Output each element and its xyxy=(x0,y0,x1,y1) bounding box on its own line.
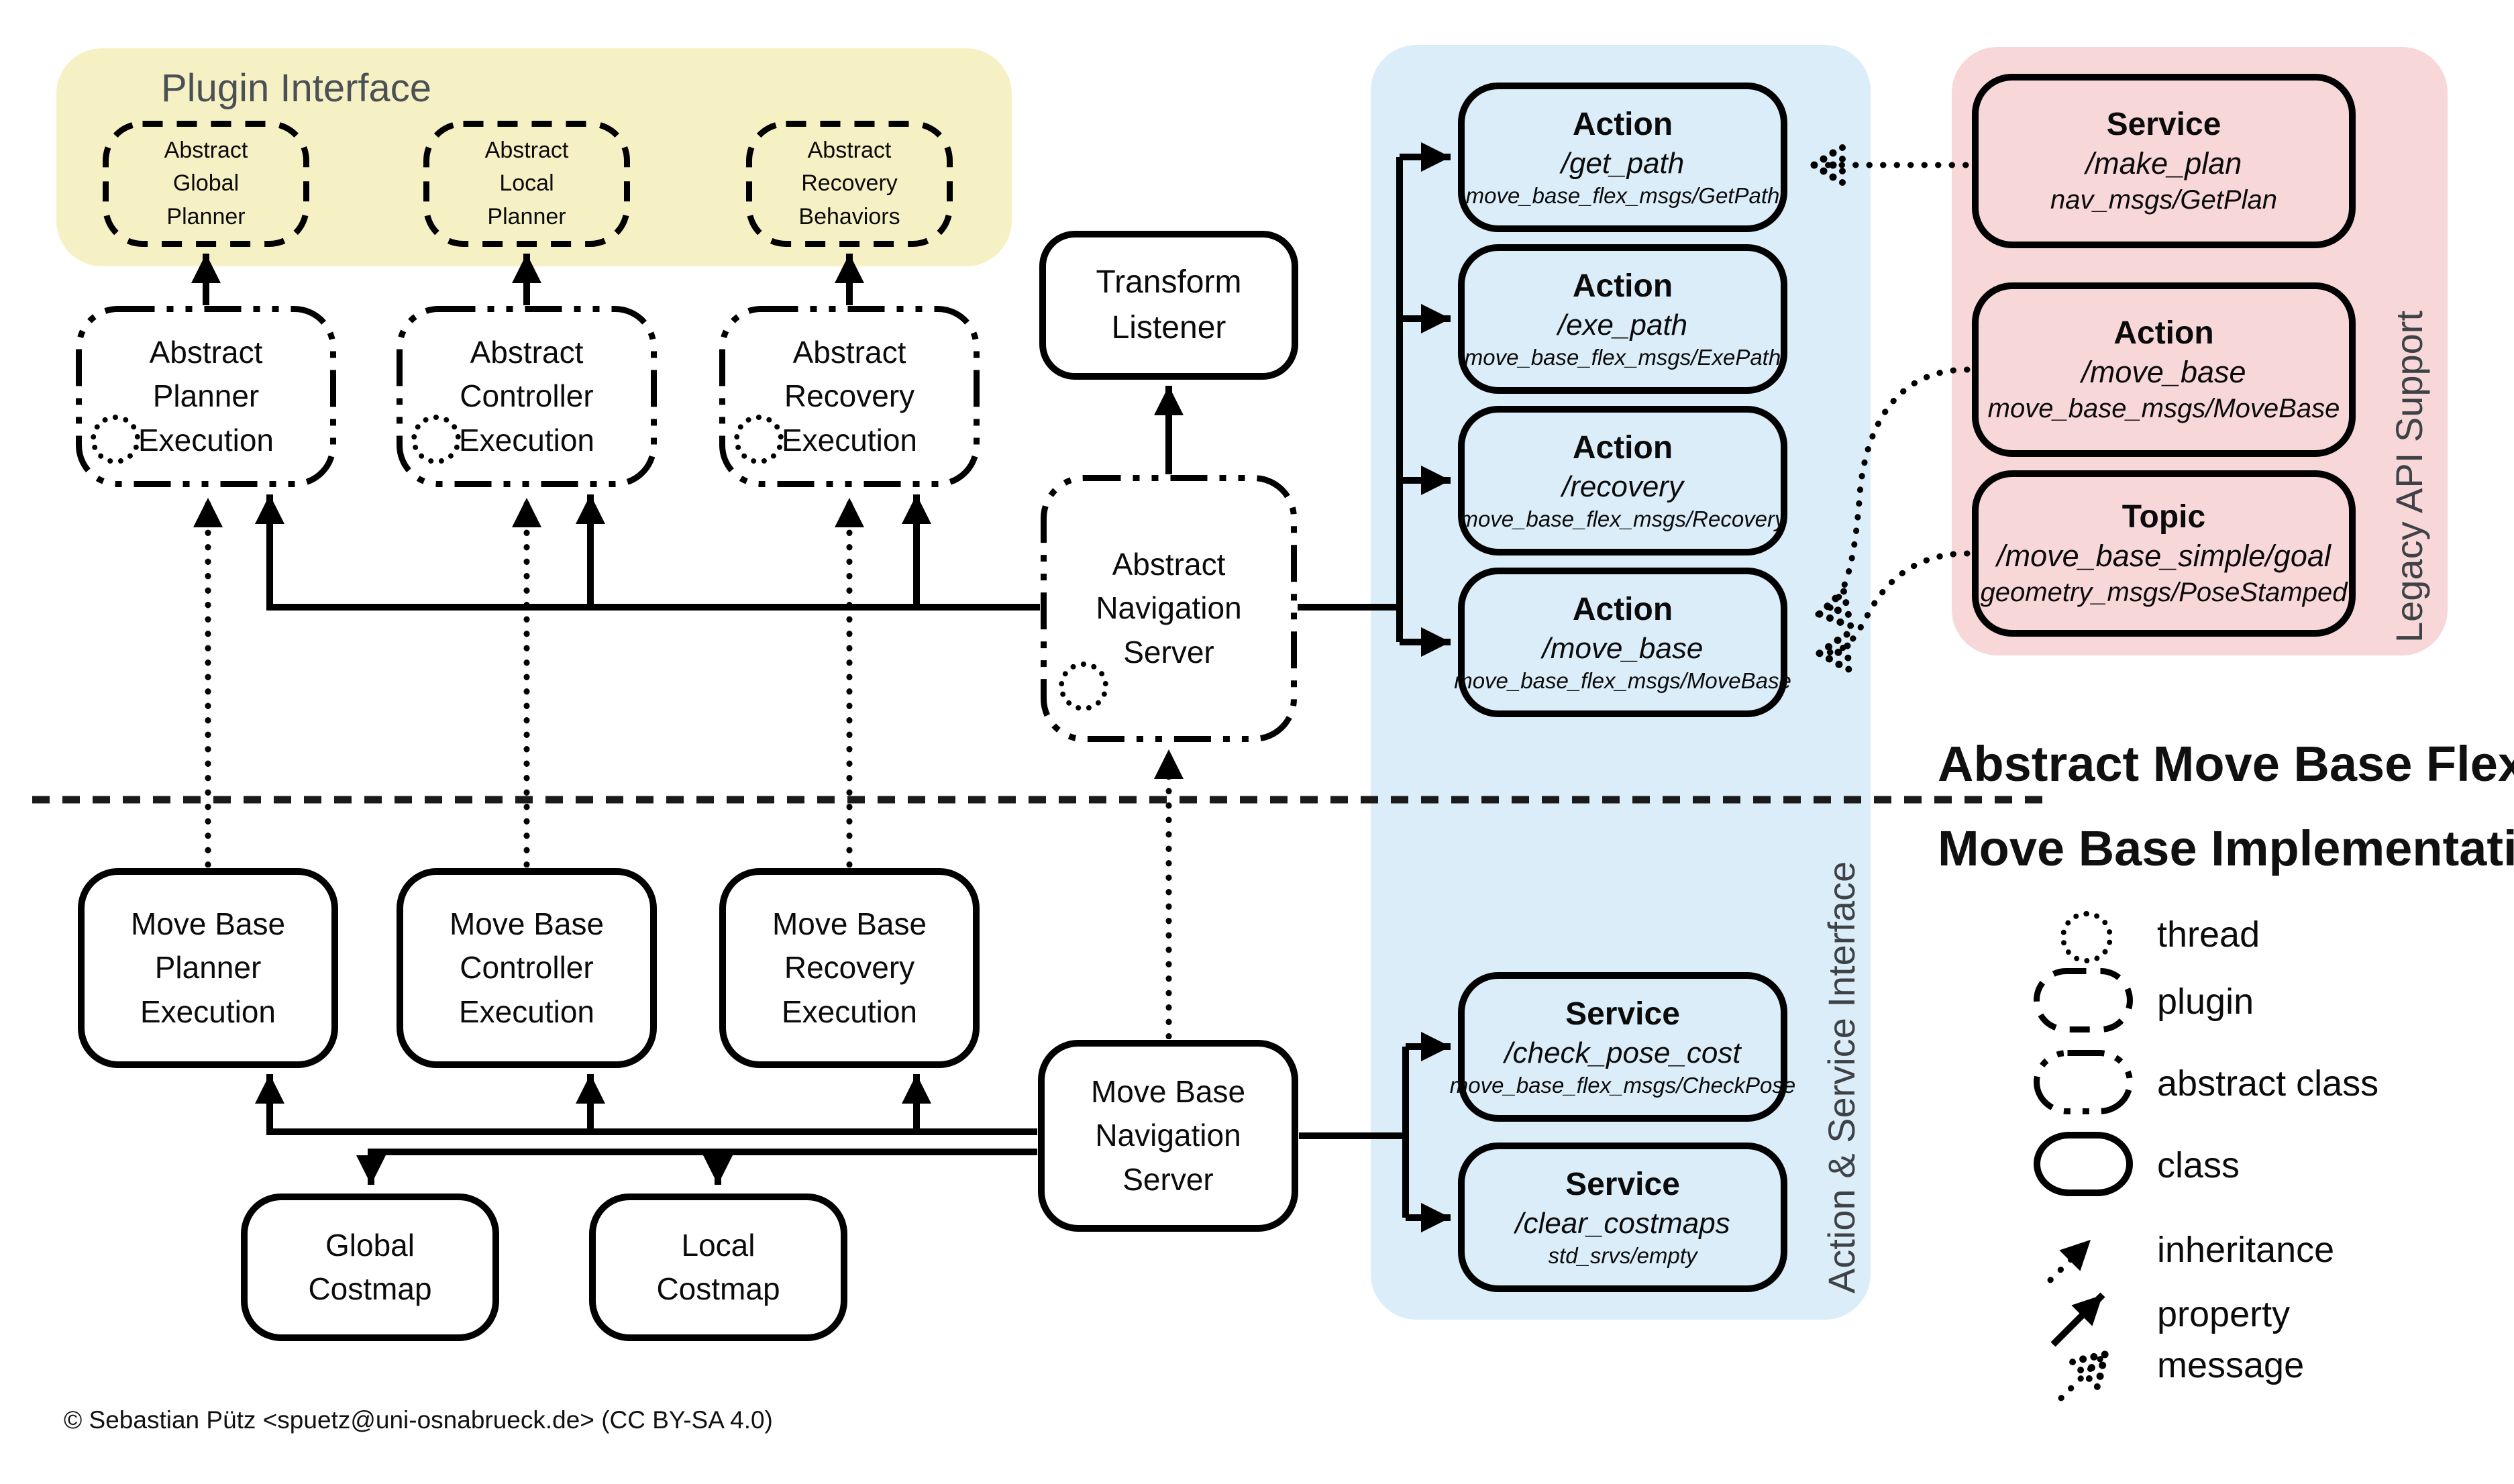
global-costmap-node: Global Costmap xyxy=(240,1193,500,1342)
legend-label-class: class xyxy=(2157,1145,2240,1185)
interface-topic: /make_plan xyxy=(2085,146,2242,180)
legend-label-plugin: plugin xyxy=(2157,982,2254,1022)
interface-kind: Service xyxy=(1565,1166,1680,1202)
plugin-interface-title: Plugin Interface xyxy=(161,66,432,110)
interface-kind: Action xyxy=(2113,315,2214,351)
plugin-label: Abstract Global Planner xyxy=(164,138,248,229)
thread-icon xyxy=(734,415,784,464)
interface-msg-type: std_srvs/empty xyxy=(1548,1242,1697,1268)
plugin-icon xyxy=(2033,967,2134,1033)
legacy-service-make-plan-box: Service /make_plan nav_msgs/GetPlan xyxy=(1971,73,2356,249)
interface-kind: Topic xyxy=(2122,498,2206,535)
abstract-navigation-server-node: Abstract Navigation Server xyxy=(1040,474,1298,743)
interface-topic: /exe_path xyxy=(1557,308,1688,341)
legacy-action-move-base-box: Action /move_base move_base_msgs/MoveBas… xyxy=(1971,282,2356,458)
node-label: Move Base Recovery Execution xyxy=(772,906,927,1029)
transform-listener-node: Transform Listener xyxy=(1039,230,1299,380)
property-connectors xyxy=(191,142,1451,1232)
interface-topic: /move_base xyxy=(2081,354,2246,389)
legend-label-abstract-class: abstract class xyxy=(2157,1063,2379,1104)
action-get-path-box: Action /get_path move_base_flex_msgs/Get… xyxy=(1457,82,1788,233)
thread-icon xyxy=(1059,661,1108,711)
interface-kind: Action xyxy=(1572,106,1673,142)
legend-label-property: property xyxy=(2157,1294,2291,1334)
interface-msg-type: move_base_flex_msgs/Recovery xyxy=(1459,506,1786,531)
inheritance-arrow-icon xyxy=(2047,1236,2094,1283)
move-base-controller-execution-node: Move Base Controller Execution xyxy=(396,867,658,1069)
node-label: Move Base Controller Execution xyxy=(449,906,605,1029)
plugin-abstract-global-planner: Abstract Global Planner xyxy=(102,120,310,248)
interface-topic: /get_path xyxy=(1561,146,1685,180)
message-arrow-icon xyxy=(2058,1349,2110,1401)
interface-msg-type: move_base_flex_msgs/CheckPose xyxy=(1449,1072,1796,1098)
plugin-abstract-local-planner: Abstract Local Planner xyxy=(423,120,631,248)
service-check-pose-cost-box: Service /check_pose_cost move_base_flex_… xyxy=(1450,971,1795,1122)
interface-topic: /move_base_simple/goal xyxy=(1997,538,2331,573)
box-outline xyxy=(2034,1050,2133,1114)
legend-label-message: message xyxy=(2157,1345,2305,1385)
move-base-planner-execution-node: Move Base Planner Execution xyxy=(77,867,339,1069)
legacy-topic-goal-box: Topic /move_base_simple/goal geometry_ms… xyxy=(1971,470,2356,637)
box-outline xyxy=(2034,968,2133,1032)
copyright-note: © Sebastian Pütz <spuetz@uni-osnabrueck.… xyxy=(64,1406,773,1434)
legacy-api-support-label: Legacy API Support xyxy=(2388,310,2430,643)
interface-msg-type: move_base_msgs/MoveBase xyxy=(1987,394,2340,424)
abstract-level-label: Abstract Move Base Flex Level xyxy=(1938,736,2514,792)
thread-icon xyxy=(411,415,461,464)
interface-topic: /check_pose_cost xyxy=(1504,1036,1741,1069)
move-base-navigation-server-node: Move Base Navigation Server xyxy=(1037,1039,1299,1232)
service-clear-costmaps-box: Service /clear_costmaps std_srvs/empty xyxy=(1457,1142,1788,1293)
action-exe-path-box: Action /exe_path move_base_flex_msgs/Exe… xyxy=(1457,244,1788,394)
node-label: Abstract Planner Execution xyxy=(138,335,274,458)
local-costmap-node: Local Costmap xyxy=(588,1193,848,1342)
plugin-label: Abstract Local Planner xyxy=(484,138,569,229)
interface-kind: Action xyxy=(1572,268,1673,304)
implementation-level-label: Move Base Implementation Level xyxy=(1938,820,2514,876)
interface-msg-type: move_base_flex_msgs/MoveBase xyxy=(1454,668,1791,693)
interface-kind: Service xyxy=(2106,106,2221,142)
interface-topic: /recovery xyxy=(1562,470,1683,503)
abstract-class-icon xyxy=(2033,1049,2134,1115)
property-arrow-icon xyxy=(2050,1292,2105,1347)
interface-msg-type: nav_msgs/GetPlan xyxy=(2050,185,2277,215)
inheritance-connectors xyxy=(193,494,1184,1040)
node-label: Abstract Controller Execution xyxy=(458,335,594,458)
plugin-abstract-recovery-behaviors: Abstract Recovery Behaviors xyxy=(745,120,953,248)
interface-kind: Action xyxy=(1572,429,1673,466)
plugin-label: Abstract Recovery Behaviors xyxy=(798,138,900,229)
thread-icon xyxy=(2060,911,2113,963)
node-label: Local Costmap xyxy=(656,1227,780,1306)
action-move-base-box: Action /move_base move_base_flex_msgs/Mo… xyxy=(1454,567,1791,718)
interface-kind: Service xyxy=(1565,996,1680,1032)
thread-icon xyxy=(91,415,140,464)
interface-kind: Action xyxy=(1572,591,1673,627)
legend-label-inheritance: inheritance xyxy=(2157,1230,2335,1270)
action-service-interface-label: Action & Service Interface xyxy=(1820,861,1863,1293)
node-label: Abstract Navigation Server xyxy=(1096,547,1242,670)
node-label: Global Costmap xyxy=(308,1227,432,1306)
interface-topic: /move_base xyxy=(1542,631,1704,665)
move-base-recovery-execution-node: Move Base Recovery Execution xyxy=(719,867,980,1069)
node-label: Transform Listener xyxy=(1096,264,1242,346)
box-outline xyxy=(2034,1132,2133,1196)
class-icon xyxy=(2033,1131,2134,1197)
node-label: Move Base Navigation Server xyxy=(1090,1074,1246,1197)
node-label: Move Base Planner Execution xyxy=(130,906,286,1029)
node-label: Abstract Recovery Execution xyxy=(781,335,917,458)
interface-msg-type: geometry_msgs/PoseStamped xyxy=(1980,578,2348,608)
interface-msg-type: move_base_flex_msgs/ExePath xyxy=(1464,344,1781,370)
legend-label-thread: thread xyxy=(2157,914,2260,955)
interface-topic: /clear_costmaps xyxy=(1515,1206,1730,1240)
interface-msg-type: move_base_flex_msgs/GetPath xyxy=(1465,182,1780,208)
action-recovery-box: Action /recovery move_base_flex_msgs/Rec… xyxy=(1457,405,1788,556)
message-connectors xyxy=(1808,144,1971,673)
